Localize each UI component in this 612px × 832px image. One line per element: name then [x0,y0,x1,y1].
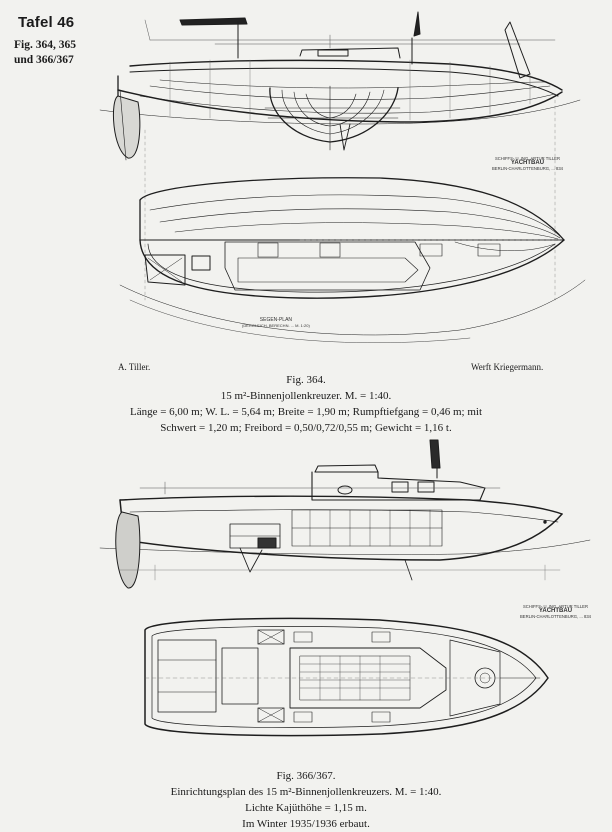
stamp-line2: YACHTBAU [510,160,545,167]
plate-title: Tafel 46 [18,14,75,31]
figure-364-line2: Länge = 6,00 m; W. L. = 5,64 m; Breite =… [129,406,483,418]
figure-366-line1: Einrichtungsplan des 15 m²-Binnenjollenk… [170,786,442,798]
interior-plan [145,618,548,735]
lines-plan-profile [100,12,580,300]
builder-credit: Werft Kriegermann. [471,362,544,372]
stamp2-line3: BERLIN-CHARLOTTENBURG, ... 834 [520,614,591,620]
figure-numbers-line2: und 366/367 [14,54,74,66]
plate-figure-numbers: Fig. 364, 365 und 366/367 [14,38,76,68]
figure-364-label: Fig. 364. [286,374,326,386]
designer-stamp-2: SCHIFFS- U. ING. ARTUR TILLER YACHTBAU B… [520,604,591,620]
figure-364-line3: Schwert = 1,20 m; Freibord = 0,50/0,72/0… [160,422,452,434]
stamp-line3: BERLIN-CHARLOTTENBURG, ... 834 [492,166,563,172]
figure-366-line3: Im Winter 1935/1936 erbaut. [242,818,370,830]
figure-366-caption: Fig. 366/367. Einrichtungsplan des 15 m²… [0,768,612,832]
figure-364-caption: Fig. 364. 15 m²-Binnenjollenkreuzer. M. … [0,372,612,436]
stamp-line1: SCHIFFS- U. ING. ARTUR TILLER [494,156,560,161]
designer-stamp: SCHIFFS- U. ING. ARTUR TILLER YACHTBAU B… [492,156,563,172]
designer-credit: A. Tiller. [118,362,151,372]
half-breadth-plan [120,178,585,343]
figure-numbers-line1: Fig. 364, 365 [14,39,76,51]
sail-plan-subtitle: (DERGLEICH. BERECHN. ... M. 1:20) [242,323,310,328]
sail-plan-label: SEGEN-PLAN (DERGLEICH. BERECHN. ... M. 1… [242,317,310,329]
figure-366-line2: Lichte Kajüthöhe = 1,15 m. [245,802,367,814]
figure-364-line1: 15 m²-Binnenjollenkreuzer. M. = 1:40. [220,390,392,402]
interior-profile [100,440,590,588]
stamp2-line1: SCHIFFS- U. ING. ARTUR TILLER [522,604,588,609]
stamp2-line2: YACHTBAU [538,608,573,615]
sail-plan-title: SEGEN-PLAN [259,317,293,323]
figure-366-label: Fig. 366/367. [276,770,336,782]
